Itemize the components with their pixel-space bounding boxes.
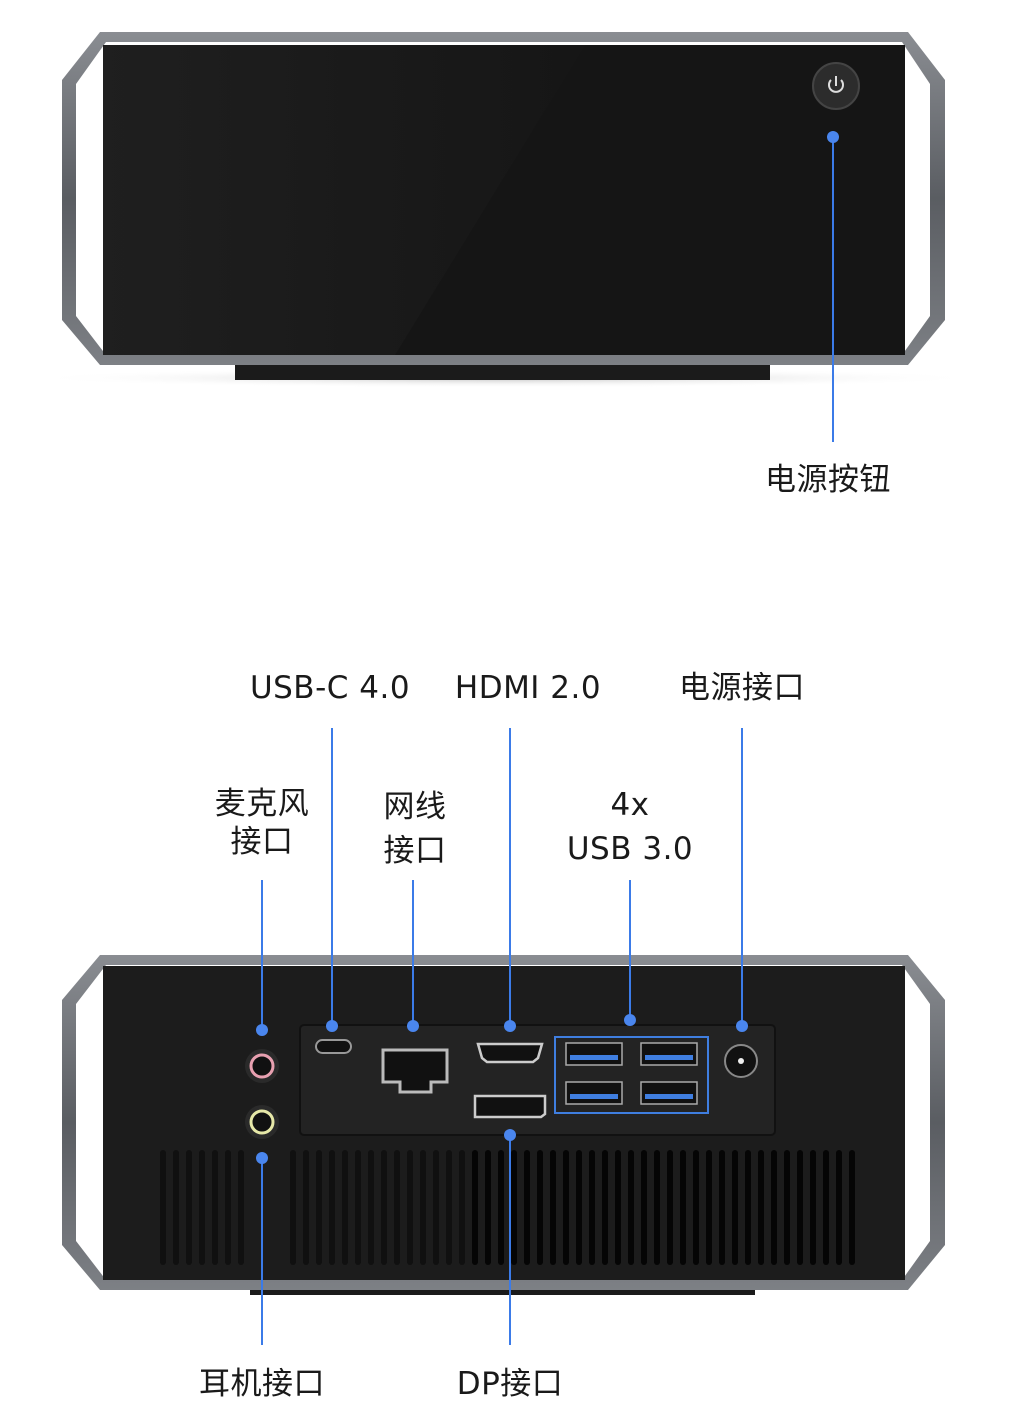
vent-slot xyxy=(732,1150,738,1265)
callout-dot xyxy=(827,131,839,143)
power-button-icon[interactable] xyxy=(812,62,860,110)
vent-slot xyxy=(290,1150,296,1265)
vent-slot xyxy=(615,1150,621,1265)
io-plate xyxy=(299,1024,776,1136)
vent-slot xyxy=(849,1150,855,1265)
front-device xyxy=(25,32,985,442)
vent-slot xyxy=(225,1150,231,1265)
vent-slot xyxy=(381,1150,387,1265)
vent-slot xyxy=(472,1150,478,1265)
callout-dots xyxy=(256,1014,748,1164)
ethernet-label-line1: 网线 xyxy=(383,789,447,825)
callout-label-hdmi: HDMI 2.0 xyxy=(454,670,602,706)
usb-c-port-icon xyxy=(315,1039,352,1054)
vent-grille xyxy=(160,1150,855,1265)
callout-lines xyxy=(261,728,743,1345)
headphone-jack-icon xyxy=(245,1105,279,1139)
callout-label-usb-c: USB-C 4.0 xyxy=(249,670,411,706)
vent-slot xyxy=(355,1150,361,1265)
vent-slot xyxy=(563,1150,569,1265)
vent-slot xyxy=(238,1150,244,1265)
dp-port-icon xyxy=(473,1094,547,1119)
vent-slot xyxy=(693,1150,699,1265)
callout-label-usb3: 4x USB 3.0 xyxy=(567,783,693,871)
vent-slot xyxy=(550,1150,556,1265)
vent-slot xyxy=(537,1150,543,1265)
vent-slot xyxy=(524,1150,530,1265)
vent-slot xyxy=(771,1150,777,1265)
ethernet-label-line2: 接口 xyxy=(383,833,447,869)
vent-slot xyxy=(420,1150,426,1265)
vent-slot xyxy=(810,1150,816,1265)
vent-slot xyxy=(342,1150,348,1265)
vent-slot xyxy=(485,1150,491,1265)
vent-slot xyxy=(394,1150,400,1265)
vent-slot xyxy=(784,1150,790,1265)
vent-slot xyxy=(368,1150,374,1265)
vent-slot xyxy=(459,1150,465,1265)
vent-slot xyxy=(511,1150,517,1265)
vent-slot xyxy=(628,1150,634,1265)
vent-slot xyxy=(602,1150,608,1265)
rear-device xyxy=(62,728,945,1345)
callout-label-ethernet: 网线 接口 xyxy=(384,785,447,873)
vent-slot xyxy=(498,1150,504,1265)
vent-slot xyxy=(576,1150,582,1265)
usb3-label-line2: USB 3.0 xyxy=(566,831,694,867)
vent-slot xyxy=(329,1150,335,1265)
usb3-label-line1: 4x xyxy=(610,787,650,823)
vent-slot xyxy=(680,1150,686,1265)
vent-slot xyxy=(160,1150,166,1265)
vent-slot xyxy=(641,1150,647,1265)
mic-label-line2: 接口 xyxy=(230,824,294,860)
vent-slot xyxy=(745,1150,751,1265)
vent-slot xyxy=(667,1150,673,1265)
vent-slot xyxy=(316,1150,322,1265)
vent-slot xyxy=(199,1150,205,1265)
vent-slot xyxy=(797,1150,803,1265)
mic-label-line1: 麦克风 xyxy=(214,786,310,822)
hdmi-port-icon xyxy=(476,1042,544,1064)
vent-slot xyxy=(706,1150,712,1265)
dc-power-jack-icon xyxy=(724,1044,758,1078)
usb3-port-icon xyxy=(565,1042,698,1105)
vent-slot xyxy=(719,1150,725,1265)
vent-slot xyxy=(758,1150,764,1265)
callout-label-mic: 麦克风 接口 xyxy=(215,785,310,861)
vent-slot xyxy=(303,1150,309,1265)
vent-slot xyxy=(186,1150,192,1265)
vent-slot xyxy=(823,1150,829,1265)
vent-slot xyxy=(589,1150,595,1265)
vent-slot xyxy=(446,1150,452,1265)
callout-label-headphone: 耳机接口 xyxy=(199,1366,325,1402)
callout-label-power-button: 电源按钮 xyxy=(765,462,891,498)
vent-slot xyxy=(212,1150,218,1265)
usb3-group xyxy=(554,1036,709,1114)
callout-label-power-jack: 电源接口 xyxy=(679,670,805,706)
vent-slot xyxy=(173,1150,179,1265)
mic-jack-icon xyxy=(245,1049,279,1083)
vent-slot xyxy=(407,1150,413,1265)
ethernet-port-icon xyxy=(381,1048,449,1094)
callout-label-dp: DP接口 xyxy=(456,1366,564,1402)
vent-slot xyxy=(654,1150,660,1265)
vent-slot xyxy=(433,1150,439,1265)
vent-slot xyxy=(836,1150,842,1265)
